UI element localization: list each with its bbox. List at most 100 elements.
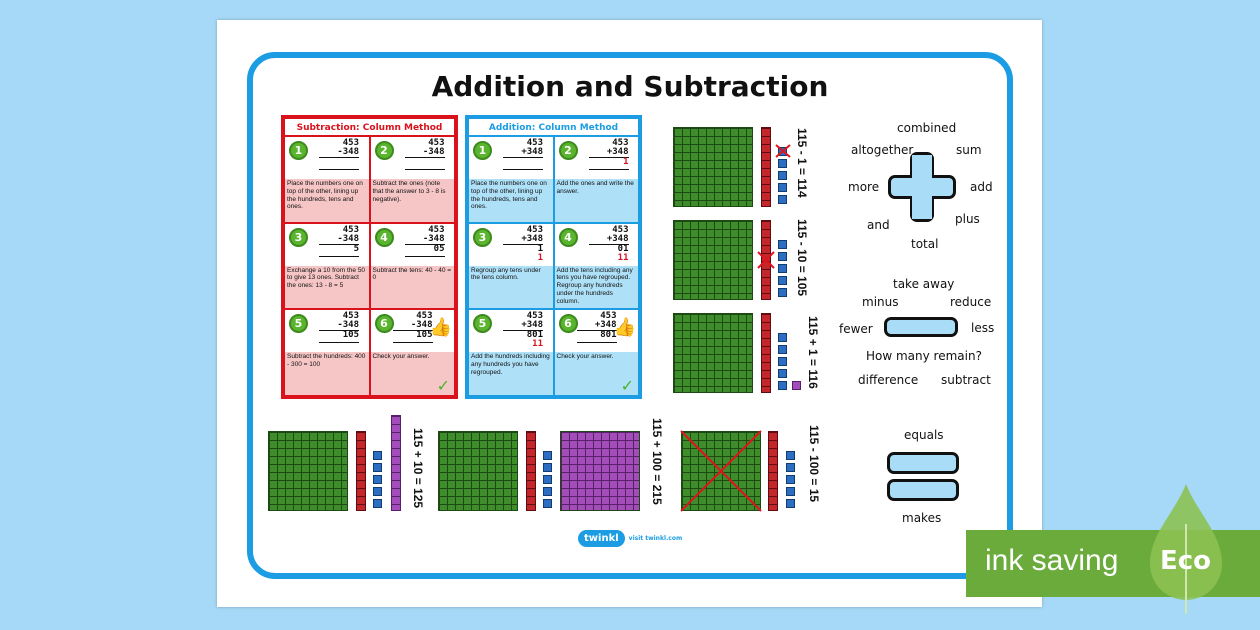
vocab-word: difference xyxy=(858,373,919,387)
answer-line xyxy=(319,169,359,172)
step-caption: Check your answer. xyxy=(370,352,454,396)
answer-line xyxy=(588,169,629,172)
step-caption: Subtract the hundreds: 400 - 300 = 100 xyxy=(285,352,369,396)
step-number-badge: 4 xyxy=(374,227,394,247)
thumbs-up-icon: 👍 xyxy=(429,317,452,339)
twinkl-cloud-logo: twinkl xyxy=(578,530,625,547)
answer: 05 xyxy=(404,243,445,254)
step-caption: Place the numbers one on top of the othe… xyxy=(469,179,553,222)
top-number: 453 xyxy=(428,138,445,148)
step-number-badge: 2 xyxy=(558,141,578,160)
column-calculation: 453-348 xyxy=(319,139,359,172)
twinkl-logo[interactable]: twinkl visit twinkl.com xyxy=(578,530,682,547)
second-number: -348 xyxy=(337,147,359,157)
vocab-word: equals xyxy=(904,428,944,442)
top-number: 453 xyxy=(342,138,359,148)
step-caption: Regroup any tens under the tens column. xyxy=(469,265,553,309)
hundred-block xyxy=(673,220,753,300)
step-caption: Add the ones and write the answer. xyxy=(554,179,638,222)
step-caption: Add the hundreds including any hundreds … xyxy=(469,352,553,396)
ones-cubes xyxy=(543,451,553,511)
step-caption: Exchange a 10 from the 50 to give 13 one… xyxy=(285,265,369,309)
second-number: -348 xyxy=(422,147,445,157)
vocab-word: and xyxy=(867,218,890,232)
second-number: +348 xyxy=(521,233,543,244)
step-caption: Subtract the ones (note that the answer … xyxy=(370,179,454,222)
step-number-badge: 6 xyxy=(558,314,578,334)
regrouped-digits: 11 xyxy=(532,339,543,350)
eco-leaf-drop-icon xyxy=(1150,484,1222,614)
answer: 01 xyxy=(588,243,629,254)
answer-line xyxy=(319,342,359,345)
second-number: +348 xyxy=(521,320,543,331)
worksheet-frame xyxy=(247,52,1013,579)
step-caption: Check your answer. xyxy=(554,352,638,396)
ones-cubes xyxy=(786,451,796,511)
ones-cubes xyxy=(778,240,788,300)
regrouped-digits: 1 xyxy=(537,252,543,263)
step-number-badge: 1 xyxy=(473,141,492,160)
ten-rod xyxy=(526,431,536,511)
step-number-badge: 2 xyxy=(374,141,394,160)
hundred-block xyxy=(673,127,753,207)
step-number-badge: 1 xyxy=(289,141,308,160)
ten-rod xyxy=(761,313,771,393)
second-number: +348 xyxy=(606,147,629,157)
step-work: 2 453-348 xyxy=(371,137,455,179)
answer xyxy=(319,157,359,167)
equation-4: 115 + 10 = 125 xyxy=(411,428,425,509)
answer: 801 xyxy=(576,330,617,340)
step-number-badge: 3 xyxy=(289,227,308,247)
vocab-word: total xyxy=(911,237,939,251)
ten-rod xyxy=(356,431,366,511)
step-work: 1 453-348 xyxy=(285,137,369,179)
vocab-word: fewer xyxy=(839,322,873,336)
answer-line xyxy=(319,255,359,259)
step-caption: Subtract the tens: 40 - 40 = 0 xyxy=(370,265,454,309)
subtraction-heading: Subtraction: Column Method xyxy=(285,119,454,137)
vocab-word: How many remain? xyxy=(866,349,982,363)
ones-cubes xyxy=(778,333,788,393)
visit-link[interactable]: visit twinkl.com xyxy=(628,535,683,542)
top-number: 453 xyxy=(526,224,543,235)
answer-line xyxy=(404,169,445,172)
answer: 1 xyxy=(503,243,543,254)
eco-label: Eco xyxy=(1160,546,1212,576)
vocab-word: altogether xyxy=(851,143,914,157)
answer: 105 xyxy=(392,330,433,340)
step-work: 1 453+348 xyxy=(469,137,553,179)
answer-line xyxy=(404,255,445,259)
hundred-block xyxy=(268,431,348,511)
step-caption: Place the numbers one on top of the othe… xyxy=(285,179,369,222)
step-number-badge: 6 xyxy=(374,314,394,334)
step-number-badge: 5 xyxy=(473,314,492,334)
top-number: 453 xyxy=(342,311,359,322)
step-number-badge: 5 xyxy=(289,314,308,334)
column-calculation: 453+348 xyxy=(503,139,543,172)
step-number-badge: 3 xyxy=(473,227,492,247)
thumbs-up-icon: 👍 xyxy=(613,317,636,339)
vocab-word: combined xyxy=(897,121,957,135)
second-number: +348 xyxy=(606,233,629,244)
second-number: -348 xyxy=(410,320,433,331)
